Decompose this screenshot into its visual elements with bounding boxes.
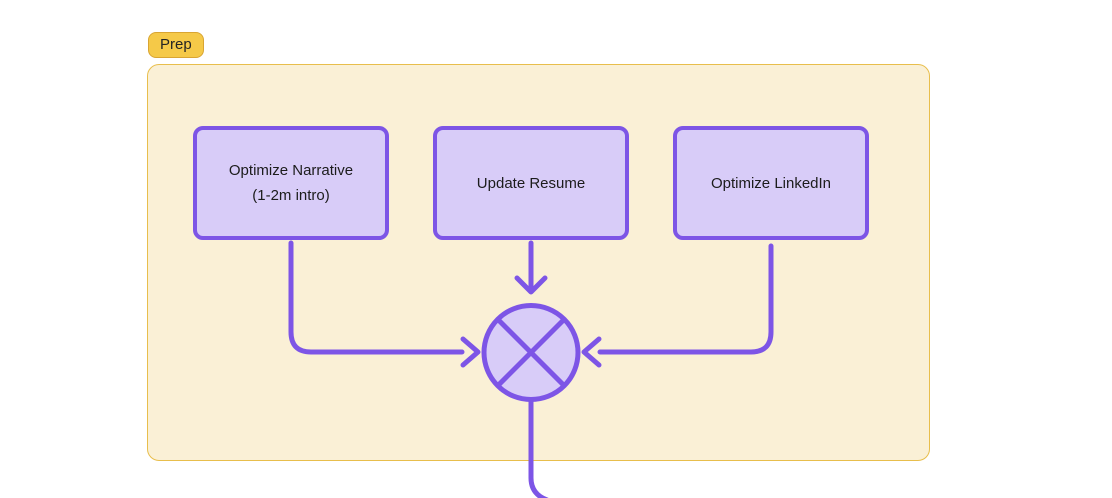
node-label-line: Update Resume [476,174,586,192]
node-optimize-linkedin[interactable]: Optimize LinkedIn [673,126,869,240]
node-optimize-narrative[interactable]: Optimize Narrative (1-2m intro) [193,126,389,240]
prep-frame[interactable] [147,64,930,461]
node-label-line: (1-2m intro) [252,187,330,204]
node-label-line: Optimize LinkedIn [710,174,832,192]
node-update-resume[interactable]: Update Resume [433,126,629,240]
prep-frame-badge[interactable]: Prep [148,32,204,58]
node-label-line: Optimize Narrative [228,162,354,179]
